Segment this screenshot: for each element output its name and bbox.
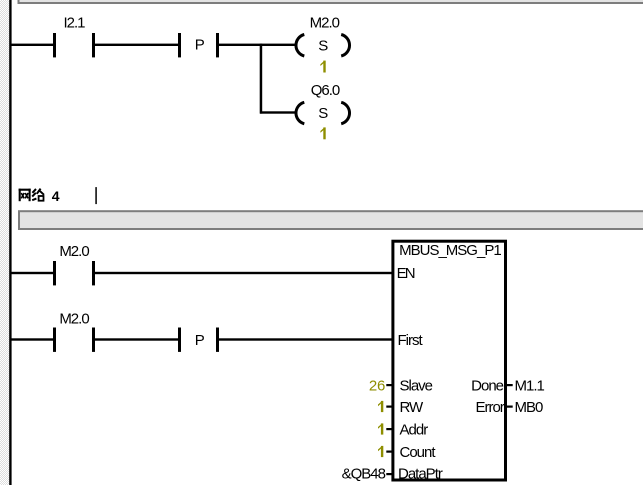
svg-text:Done: Done [471, 378, 504, 395]
svg-text:Count: Count [400, 444, 437, 461]
svg-text:Addr: Addr [400, 422, 429, 439]
svg-text:S: S [318, 38, 328, 55]
svg-text:EN: EN [397, 265, 415, 282]
svg-text:MB0: MB0 [515, 399, 544, 416]
svg-text:P: P [195, 37, 205, 54]
svg-text:MBUS_MSG_P1: MBUS_MSG_P1 [399, 242, 501, 259]
svg-text:Q6.0: Q6.0 [311, 82, 340, 99]
svg-text:M2.0: M2.0 [310, 14, 340, 31]
svg-text:First: First [398, 332, 424, 349]
svg-text:26: 26 [369, 378, 385, 395]
svg-text:Slave: Slave [400, 378, 433, 395]
svg-text:M1.1: M1.1 [515, 378, 545, 395]
svg-text:DataPtr: DataPtr [398, 465, 443, 482]
svg-text:P: P [195, 332, 205, 349]
svg-text:4: 4 [52, 188, 60, 204]
svg-text:S: S [318, 105, 328, 122]
svg-text:RW: RW [400, 399, 425, 416]
svg-text:&QB48: &QB48 [342, 465, 386, 482]
svg-text:I2.1: I2.1 [63, 14, 85, 31]
svg-text:Error: Error [475, 399, 504, 416]
svg-text:M2.0: M2.0 [59, 243, 89, 260]
svg-text:M2.0: M2.0 [59, 310, 89, 327]
